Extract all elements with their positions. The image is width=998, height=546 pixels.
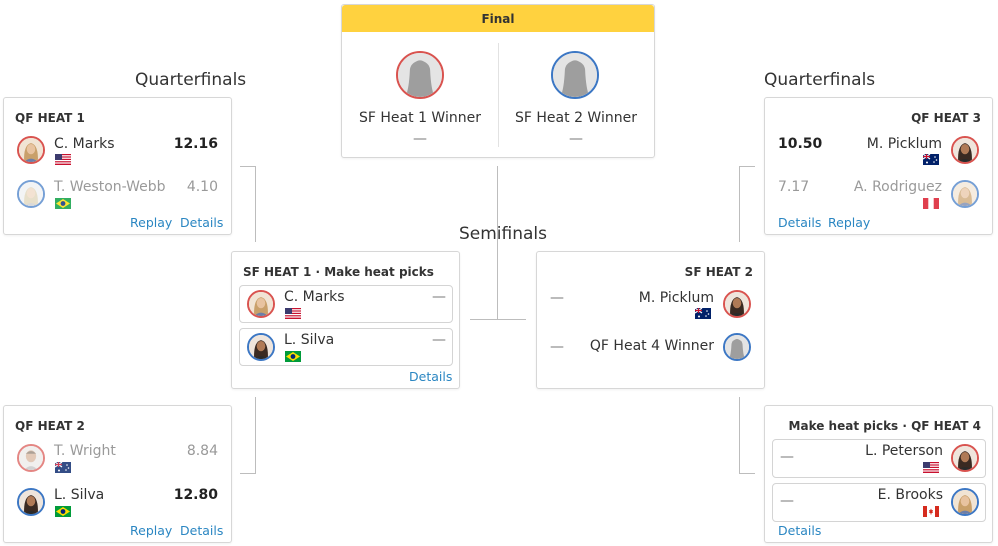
heat-title: QF HEAT 3 — [911, 111, 981, 125]
final-card[interactable]: Final SF Heat 1 Winner — SF Heat 2 Winne… — [341, 4, 655, 158]
brazil-flag-icon — [55, 506, 71, 517]
placeholder-avatar-icon — [723, 333, 751, 361]
surfer-name: M. Picklum — [638, 290, 714, 306]
final-header: Final — [342, 5, 654, 32]
surfer-score: 8.84 — [186, 443, 218, 459]
connector-line — [739, 473, 755, 474]
surfer-score: — — [780, 449, 794, 465]
surfer-avatar-icon — [247, 333, 275, 361]
usa-flag-icon — [923, 462, 939, 473]
connector-line — [739, 166, 755, 167]
surfer-name: C. Marks — [54, 136, 115, 152]
brazil-flag-icon — [285, 351, 301, 362]
surfer-score: 4.10 — [186, 179, 218, 195]
surfer-pick-row[interactable]: L. Silva — — [239, 328, 453, 366]
connector-line — [255, 397, 256, 474]
heat-title: SF HEAT 1 · Make heat picks — [243, 265, 434, 279]
final-left-avatar-icon — [396, 51, 444, 99]
qf-heat-3-card[interactable]: QF HEAT 3 10.50 M. Picklum 7.17 A. Rodri… — [764, 97, 993, 235]
details-link[interactable]: Details — [180, 523, 224, 538]
heat-title: QF HEAT 1 — [15, 111, 85, 125]
qf-heat-1-card[interactable]: QF HEAT 1 C. Marks 12.16 T. Weston-Webb … — [3, 97, 232, 235]
surfer-name: L. Silva — [284, 332, 335, 348]
final-left-score: — — [413, 131, 427, 147]
usa-flag-icon — [55, 154, 71, 165]
surfer-avatar-icon — [17, 136, 45, 164]
qf-heat-2-card[interactable]: QF HEAT 2 T. Wright 8.84 L. Silva 12.80 … — [3, 405, 232, 543]
final-right-avatar-icon — [551, 51, 599, 99]
surfer-score: 12.80 — [173, 487, 218, 503]
heat-title: Make heat picks · QF HEAT 4 — [788, 419, 981, 433]
surfer-name: QF Heat 4 Winner — [589, 338, 714, 354]
round-label-quarterfinals-left: Quarterfinals — [135, 70, 247, 90]
final-right-score: — — [569, 131, 583, 147]
surfer-avatar-icon — [17, 180, 45, 208]
connector-line — [240, 473, 256, 474]
surfer-pick-row[interactable]: — L. Peterson — [772, 439, 986, 478]
surfer-name: A. Rodriguez — [853, 179, 942, 195]
surfer-avatar-icon — [247, 290, 275, 318]
surfer-avatar-icon — [951, 488, 979, 516]
surfer-score: 7.17 — [778, 179, 810, 195]
surfer-name: E. Brooks — [877, 487, 943, 503]
surfer-avatar-icon — [17, 488, 45, 516]
surfer-name: T. Weston-Webb — [54, 179, 166, 195]
connector-line — [470, 319, 526, 320]
qf-heat-4-card[interactable]: Make heat picks · QF HEAT 4 — L. Peterso… — [764, 405, 993, 543]
surfer-name: L. Peterson — [865, 443, 943, 459]
surfer-score: — — [432, 289, 446, 305]
replay-link[interactable]: Replay — [130, 523, 173, 538]
sf-heat-2-card[interactable]: SF HEAT 2 — M. Picklum — QF Heat 4 Winne… — [536, 251, 765, 389]
connector-line — [255, 166, 256, 242]
replay-link[interactable]: Replay — [828, 215, 871, 230]
brazil-flag-icon — [55, 198, 71, 209]
surfer-name: L. Silva — [54, 487, 105, 503]
australia-flag-icon — [55, 462, 71, 473]
surfer-avatar-icon — [951, 444, 979, 472]
final-right-label: SF Heat 2 Winner — [515, 110, 637, 126]
surfer-pick-row[interactable]: — E. Brooks — [772, 483, 986, 522]
surfer-name: T. Wright — [54, 443, 116, 459]
connector-line — [497, 166, 498, 320]
surfer-name: M. Picklum — [866, 136, 942, 152]
replay-link[interactable]: Replay — [130, 215, 173, 230]
canada-flag-icon — [923, 506, 939, 517]
connector-line — [739, 166, 740, 242]
final-divider — [498, 43, 499, 147]
round-label-quarterfinals-right: Quarterfinals — [764, 70, 876, 90]
surfer-score: — — [550, 339, 564, 355]
surfer-avatar-icon — [951, 180, 979, 208]
surfer-name: C. Marks — [284, 289, 345, 305]
peru-flag-icon — [923, 198, 939, 209]
surfer-score: — — [550, 290, 564, 306]
usa-flag-icon — [285, 308, 301, 319]
surfer-score: — — [432, 332, 446, 348]
details-link[interactable]: Details — [778, 215, 822, 230]
heat-title: QF HEAT 2 — [15, 419, 85, 433]
surfer-avatar-icon — [951, 136, 979, 164]
surfer-pick-row[interactable]: C. Marks — — [239, 285, 453, 323]
surfer-score: 10.50 — [778, 136, 823, 152]
round-label-semifinals: Semifinals — [459, 224, 548, 244]
details-link[interactable]: Details — [778, 523, 822, 538]
details-link[interactable]: Details — [180, 215, 224, 230]
australia-flag-icon — [923, 154, 939, 165]
surfer-score: — — [780, 493, 794, 509]
heat-title: SF HEAT 2 — [684, 265, 753, 279]
details-link[interactable]: Details — [409, 369, 453, 384]
sf-heat-1-card[interactable]: SF HEAT 1 · Make heat picks C. Marks — L… — [231, 251, 460, 389]
australia-flag-icon — [695, 308, 711, 319]
surfer-avatar-icon — [17, 444, 45, 472]
connector-line — [739, 397, 740, 474]
final-header-label: Final — [481, 12, 515, 26]
connector-line — [240, 166, 256, 167]
surfer-score: 12.16 — [173, 136, 218, 152]
final-left-label: SF Heat 1 Winner — [359, 110, 481, 126]
surfer-avatar-icon — [723, 290, 751, 318]
